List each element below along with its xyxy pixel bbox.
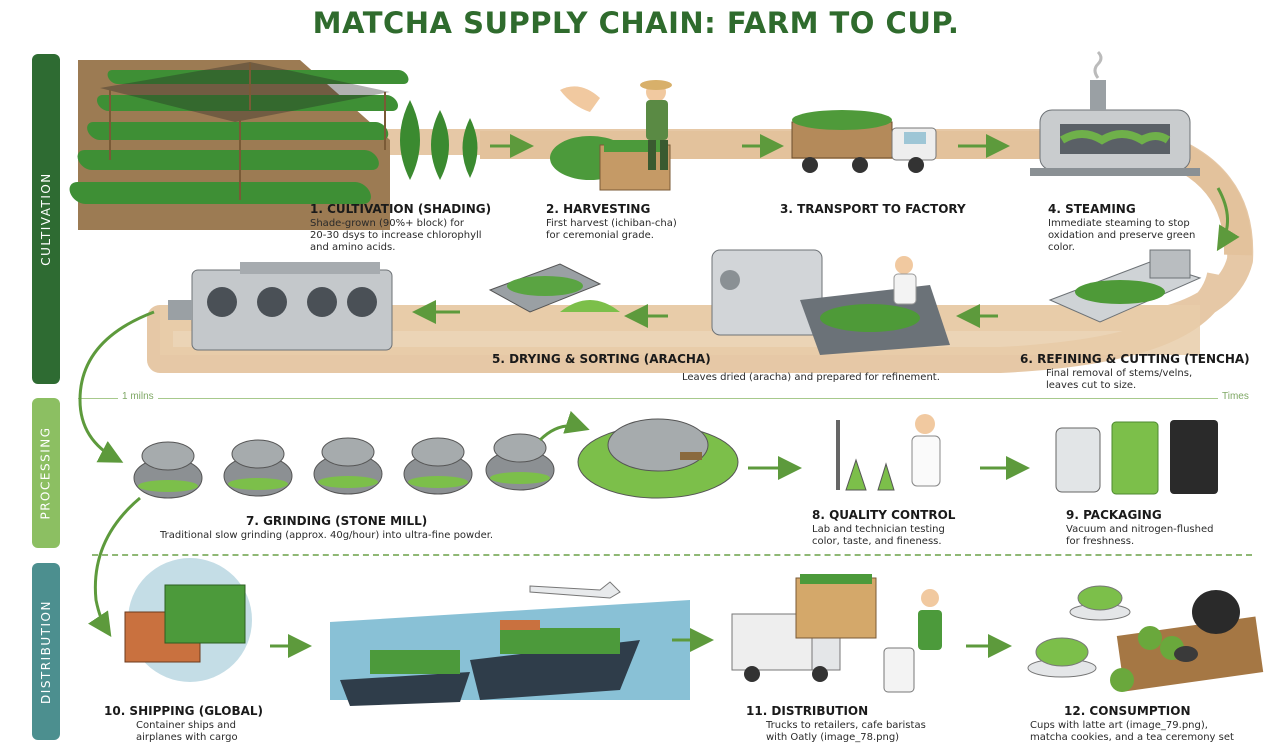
step-7-description: Traditional slow grinding (approx. 40g/h… — [160, 530, 494, 541]
divider-left-label: 1 milns — [118, 391, 158, 402]
transport-truck — [791, 110, 937, 173]
harvesting-crate-farmer — [550, 80, 672, 191]
step-1-cultivation: 1. CULTIVATION (SHADING) Shade-grown (90… — [310, 202, 520, 254]
steaming-machine — [1030, 50, 1200, 176]
section-label-cultivation: CULTIVATION — [32, 54, 60, 384]
step-9-heading: 9. PACKAGING — [1066, 508, 1162, 522]
page-title: MATCHA SUPPLY CHAIN: FARM TO CUP. — [312, 6, 960, 40]
step-9-packaging: 9. PACKAGING Vacuum and nitrogen-flushed… — [1066, 508, 1256, 548]
processing-distribution-divider — [92, 554, 1252, 556]
step-5-description: Leaves dried (aracha) and prepared for r… — [682, 372, 940, 383]
step-4-description: Immediate steaming to stop oxidation and… — [1048, 218, 1196, 253]
step-7-heading: 7. GRINDING (STONE MILL) — [246, 514, 428, 528]
refining-cutting-machine — [1048, 249, 1202, 323]
step-11-description: Trucks to retailers, cafe baristas with … — [766, 720, 926, 743]
flow-arrows — [78, 134, 1240, 658]
step-4-heading: 4. STEAMING — [1048, 202, 1136, 216]
step-12-heading: 12. CONSUMPTION — [1064, 704, 1191, 718]
step-11-heading: 11. DISTRIBUTION — [746, 704, 869, 718]
sorting-conveyor-machine — [711, 249, 950, 355]
step-8-quality-control: 8. QUALITY CONTROL Lab and technician te… — [812, 508, 992, 548]
stone-mills — [133, 418, 739, 499]
step-3-transport: 3. TRANSPORT TO FACTORY — [780, 202, 1000, 216]
step-7-grinding: 7. GRINDING (STONE MILL) Traditional slo… — [160, 514, 580, 542]
step-2-description: First harvest (ichiban-cha) for ceremoni… — [546, 218, 677, 241]
step-6-description: Final removal of stems/velns, leaves cut… — [1046, 368, 1193, 391]
shipping-containers — [124, 558, 252, 682]
step-2-heading: 2. HARVESTING — [546, 202, 651, 216]
drying-trays — [488, 263, 620, 313]
step-8-description: Lab and technician testing color, taste,… — [812, 524, 945, 547]
step-12-description: Cups with latte art (image_79.png), matc… — [1030, 720, 1234, 743]
step-10-shipping: 10. SHIPPING (GLOBAL) Container ships an… — [104, 704, 294, 744]
step-9-description: Vacuum and nitrogen-flushed for freshnes… — [1066, 524, 1214, 547]
step-10-description: Container ships and airplanes with cargo — [136, 720, 238, 743]
step-8-heading: 8. QUALITY CONTROL — [812, 508, 956, 522]
drying-machine — [168, 262, 393, 351]
step-2-harvesting: 2. HARVESTING First harvest (ichiban-cha… — [546, 202, 736, 242]
cargo-ships-and-plane — [330, 581, 690, 706]
step-6-refining-cutting: 6. REFINING & CUTTING (TENCHA) Final rem… — [1020, 352, 1260, 392]
divider-right-label: Times — [1218, 391, 1253, 402]
section-label-distribution: DISTRIBUTION — [32, 563, 60, 740]
step-5-heading: 5. DRYING & SORTING (ARACHA) — [492, 352, 711, 366]
step-10-heading: 10. SHIPPING (GLOBAL) — [104, 704, 264, 718]
cultivation-processing-divider — [78, 398, 1248, 399]
step-4-steaming: 4. STEAMING Immediate steaming to stop o… — [1048, 202, 1248, 254]
distribution-truck-cafe — [731, 574, 942, 693]
step-12-consumption: 12. CONSUMPTION Cups with latte art (ima… — [1030, 704, 1270, 744]
step-5-drying-sorting: 5. DRYING & SORTING (ARACHA) Leaves drie… — [492, 352, 1012, 384]
step-1-heading: 1. CULTIVATION (SHADING) — [310, 202, 492, 216]
step-11-distribution: 11. DISTRIBUTION Trucks to retailers, ca… — [746, 704, 966, 744]
tea-field-shade-net — [69, 60, 478, 230]
section-label-processing: PROCESSING — [32, 398, 60, 548]
quality-control-lab — [836, 414, 941, 491]
step-1-description: Shade-grown (90%+ block) for 20-30 dsys … — [310, 218, 482, 253]
step-6-heading: 6. REFINING & CUTTING (TENCHA) — [1020, 352, 1250, 366]
consumption-cups-cookies-teaset — [1027, 585, 1264, 692]
packaging-products — [1055, 420, 1218, 495]
step-3-heading: 3. TRANSPORT TO FACTORY — [780, 202, 966, 216]
